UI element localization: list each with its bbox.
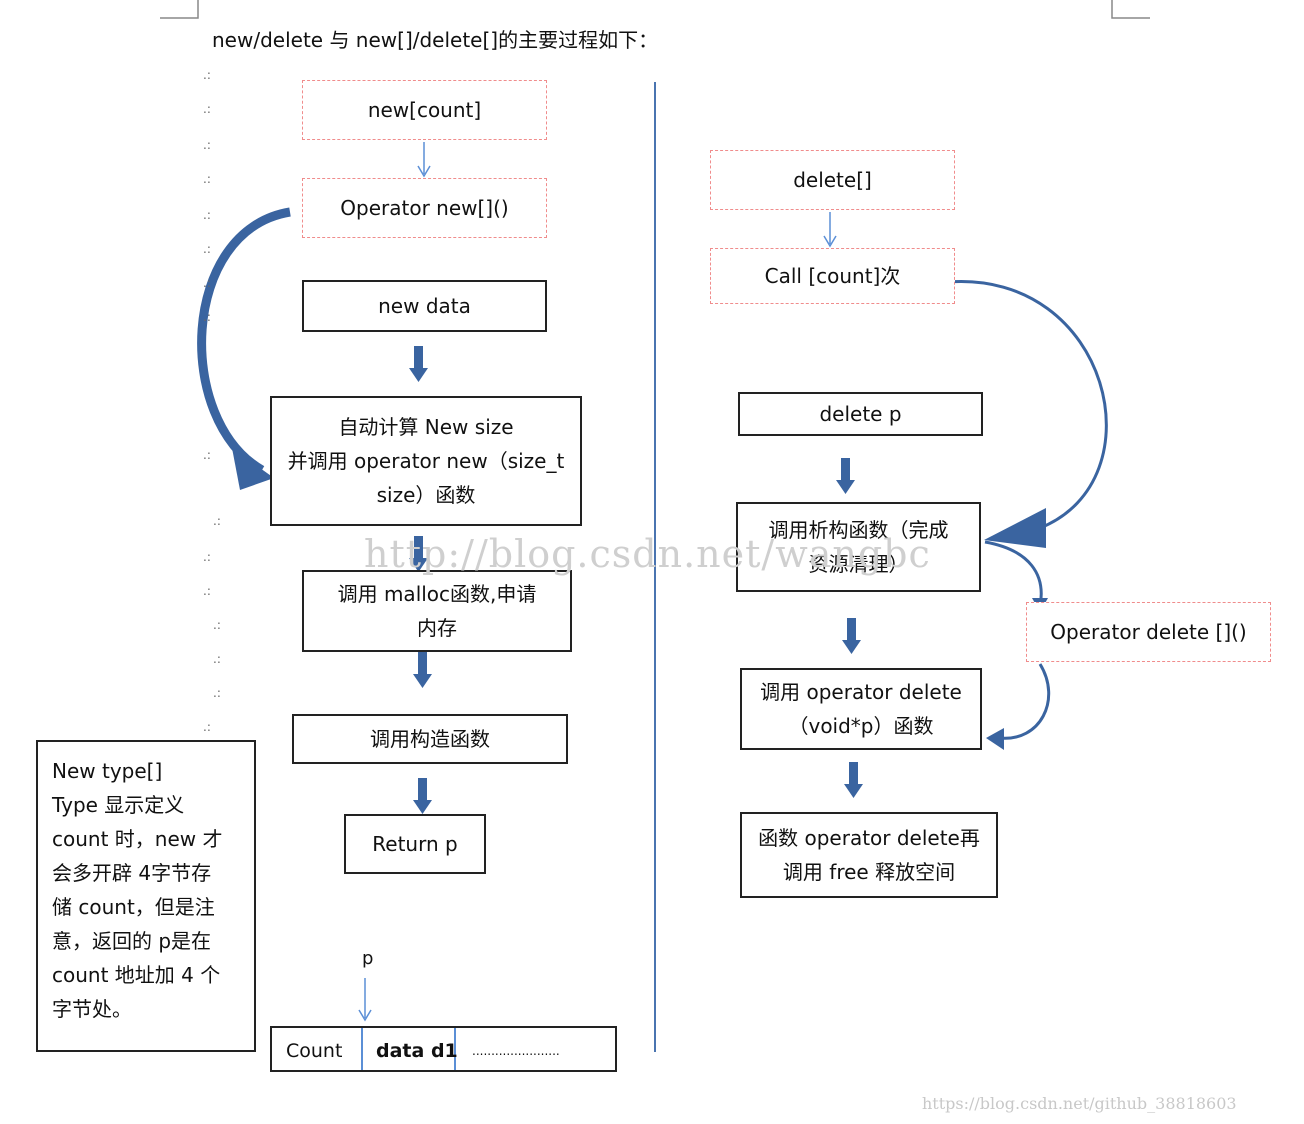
arrowhead-2: [823, 235, 837, 248]
margin-mark: .:: [203, 276, 211, 290]
watermark-center: http://blog.csdn.net/wangbc: [364, 532, 931, 576]
box-malloc: 调用 malloc函数,申请 内存: [302, 570, 572, 652]
auto-calc-line: size）函数: [376, 483, 476, 507]
margin-mark: .:: [203, 720, 211, 734]
memory-data-cell: data d1: [376, 1040, 458, 1062]
note-line: 意，返回的 p是在: [52, 929, 212, 953]
destructor-line: 资源清理）: [808, 552, 909, 576]
pointer-label: p: [362, 948, 374, 969]
margin-mark: .:: [203, 310, 211, 324]
curve-arrowhead-right: [984, 508, 1046, 548]
curve-arrowhead-back: [986, 728, 1004, 750]
box-free: 函数 operator delete再 调用 free 释放空间: [740, 812, 998, 898]
note-box: New type[] Type 显示定义 count 时，new 才 会多开辟 …: [36, 740, 256, 1052]
note-line: 储 count，但是注: [52, 895, 215, 919]
box-destructor: 调用析构函数（完成 资源清理）: [736, 502, 981, 592]
curve-to-operator-delete: [984, 540, 1043, 607]
memory-rest-cell: .......................: [472, 1044, 560, 1058]
margin-mark: .:: [203, 172, 211, 186]
box-operator-delete: Operator delete [](): [1026, 602, 1271, 662]
note-line: Type 显示定义: [52, 793, 185, 817]
box-new-data: new data: [302, 280, 547, 332]
watermark-corner: https://blog.csdn.net/github_38818603: [922, 1094, 1237, 1113]
box-operator-new: Operator new[](): [302, 178, 547, 238]
note-line: count 地址加 4 个: [52, 963, 221, 987]
destructor-line: 调用析构函数（完成: [768, 518, 949, 542]
op-delete-line: （void*p）函数: [788, 714, 934, 738]
curve-to-op-delete-box: [999, 663, 1051, 740]
curve-arrow-right: [947, 280, 1108, 530]
margin-mark: .:: [213, 652, 221, 666]
thick-arrows: [409, 346, 863, 814]
auto-calc-line: 并调用 operator new（size_t: [287, 449, 565, 473]
box-new-count: new[count]: [302, 80, 547, 140]
margin-mark: .:: [203, 550, 211, 564]
box-auto-calc: 自动计算 New size 并调用 operator new（size_t si…: [270, 396, 582, 526]
margin-mark: .:: [203, 584, 211, 598]
margin-mark: .:: [203, 102, 211, 116]
curve-arrow-left: [197, 207, 291, 474]
box-delete-p: delete p: [738, 392, 983, 436]
margin-mark: .:: [203, 242, 211, 256]
corner-mark-right: [1111, 0, 1150, 19]
free-line: 调用 free 释放空间: [782, 860, 956, 884]
box-delete-array: delete[]: [710, 150, 955, 210]
memory-count-cell: Count: [286, 1040, 343, 1062]
corner-mark-left: [160, 0, 199, 19]
free-line: 函数 operator delete再: [758, 826, 980, 850]
note-line: count 时，new 才: [52, 827, 223, 851]
malloc-line: 内存: [417, 616, 457, 640]
auto-calc-line: 自动计算 New size: [338, 415, 514, 439]
box-call-count: Call [count]次: [710, 248, 955, 304]
margin-mark: .:: [203, 208, 211, 222]
op-delete-line: 调用 operator delete: [760, 680, 962, 704]
margin-mark: .:: [213, 618, 221, 632]
margin-mark: .:: [203, 68, 211, 82]
margin-mark: .:: [213, 686, 221, 700]
arrowhead-1: [417, 165, 431, 178]
curve-arrowhead-left: [232, 448, 274, 490]
note-line: 字节处。: [52, 997, 132, 1021]
box-op-delete-call: 调用 operator delete （void*p）函数: [740, 668, 982, 750]
malloc-line: 调用 malloc函数,申请: [337, 582, 537, 606]
arrowhead-3: [358, 1009, 372, 1022]
thin-arrows: [358, 142, 837, 1022]
margin-mark: .:: [213, 514, 221, 528]
note-line: New type[]: [52, 759, 163, 783]
box-constructor: 调用构造函数: [292, 714, 568, 764]
margin-mark: .:: [203, 448, 211, 462]
note-line: 会多开辟 4字节存: [52, 861, 212, 885]
margin-mark: .:: [203, 138, 211, 152]
memory-layout: Count data d1 .......................: [270, 1026, 617, 1072]
page-title: new/delete 与 new[]/delete[]的主要过程如下：: [212, 28, 659, 52]
box-return-p: Return p: [344, 814, 486, 874]
